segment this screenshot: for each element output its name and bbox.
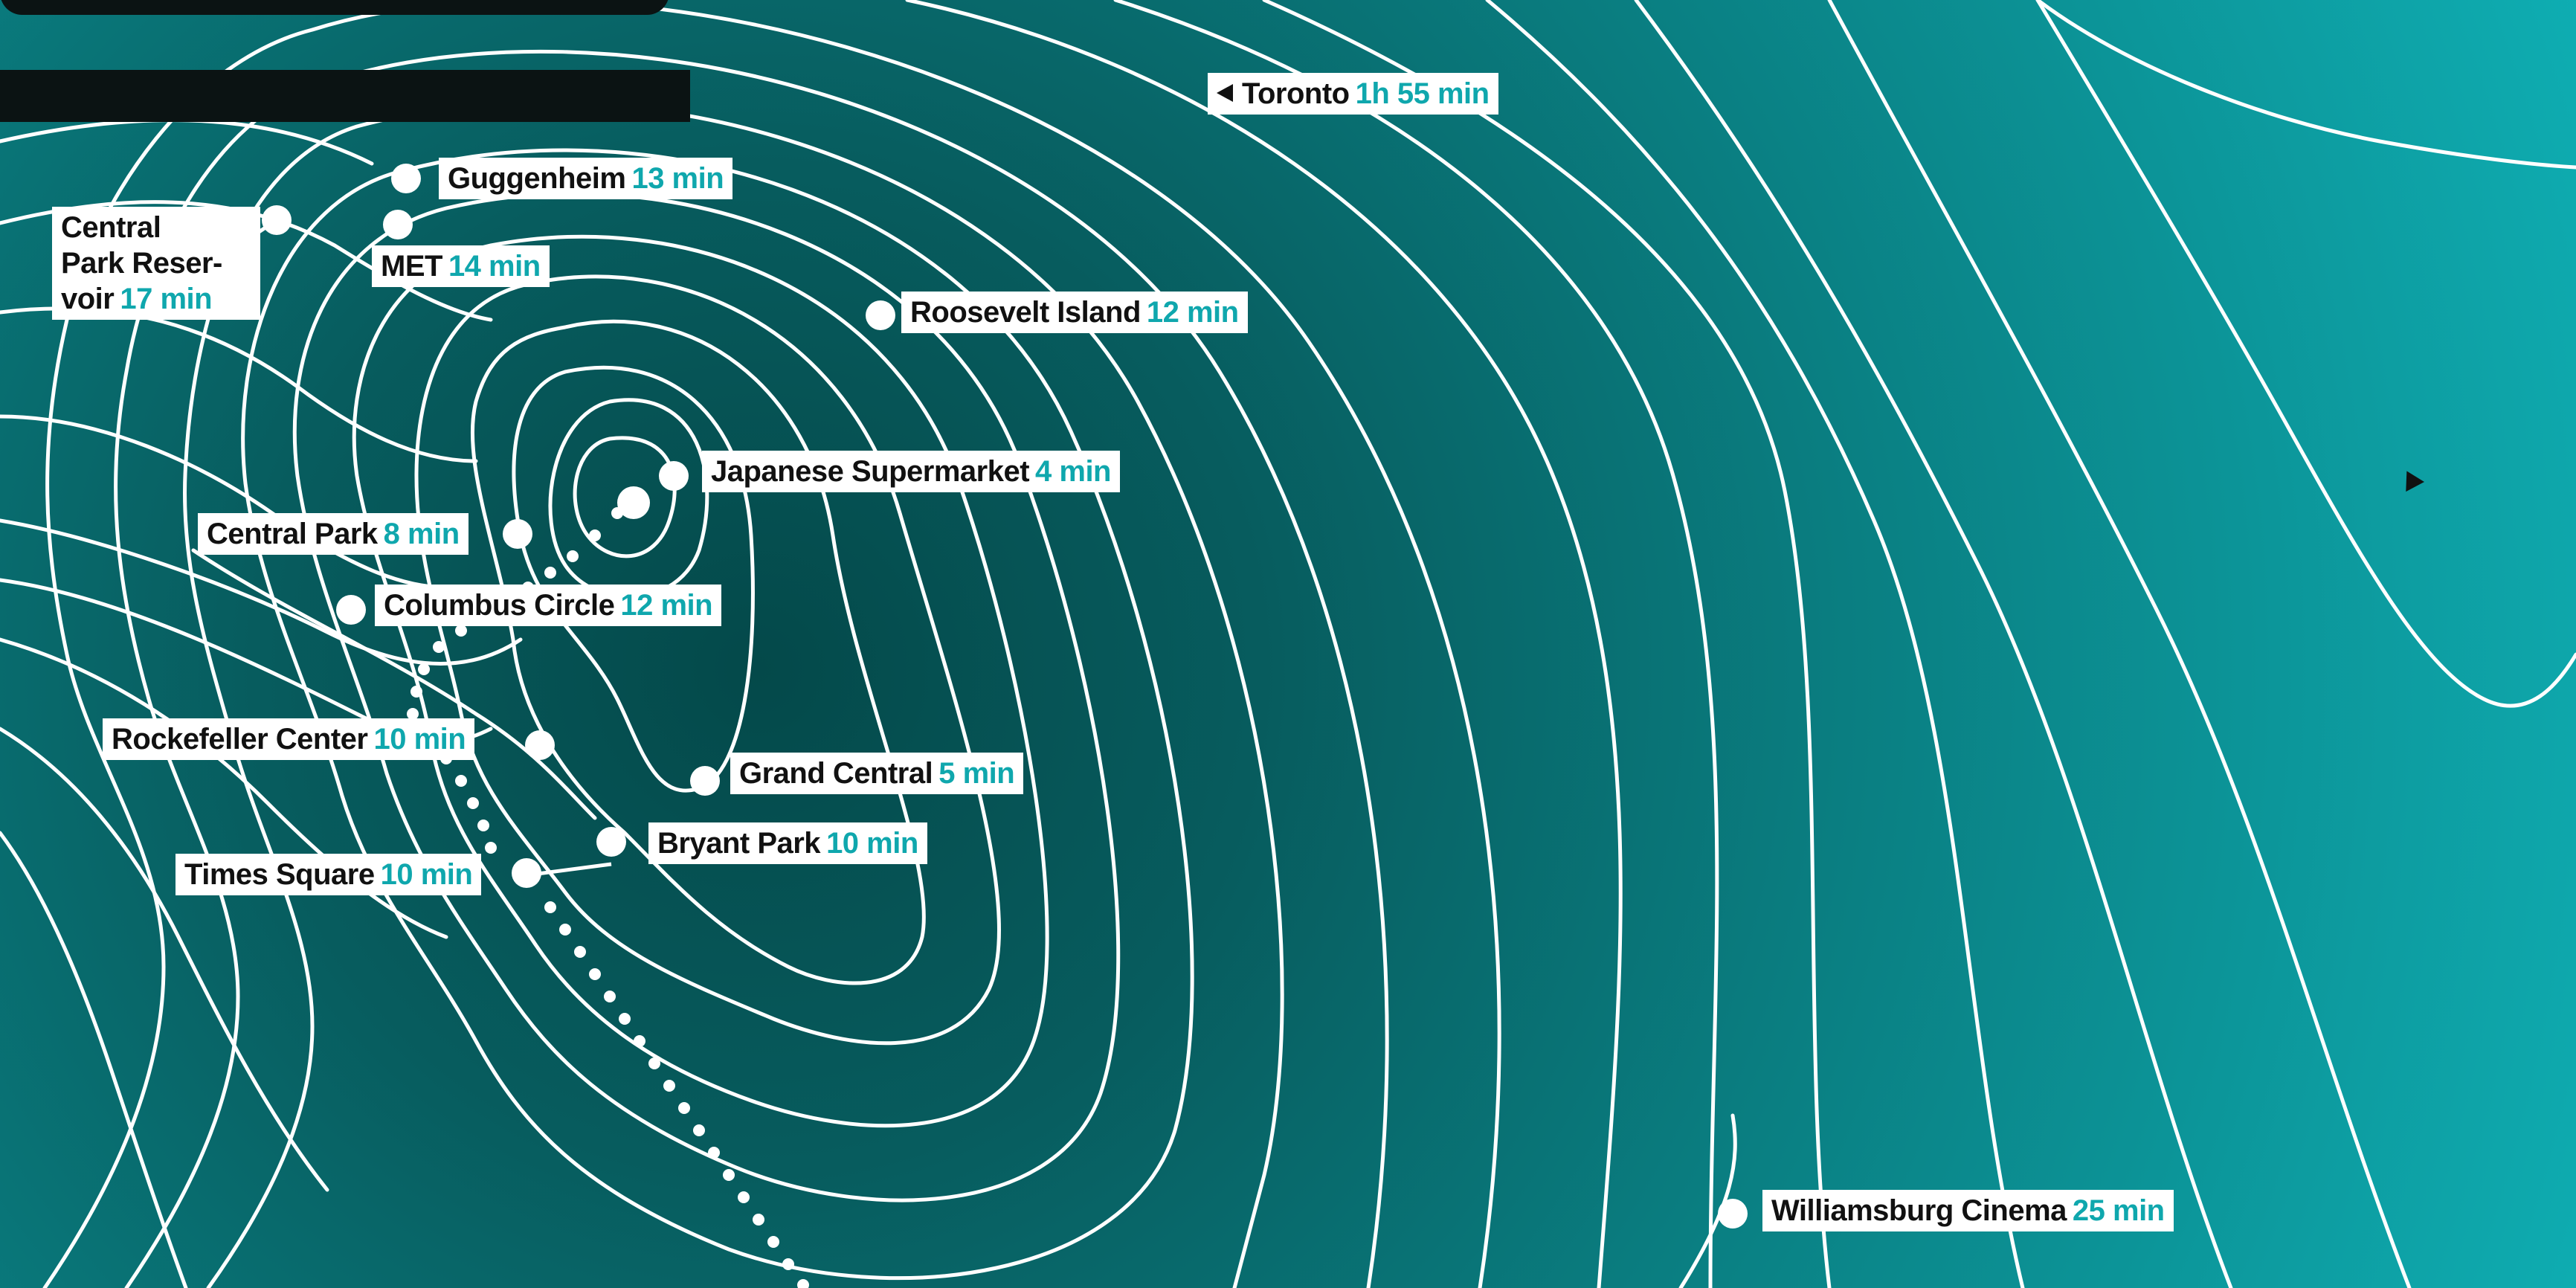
place-name: Roosevelt Island <box>910 296 1141 329</box>
travel-time: 4 min <box>1035 455 1111 488</box>
marker-japanese-supermarket-origin <box>617 486 650 519</box>
marker-japanese-supermarket <box>659 461 689 491</box>
travel-time: 1h 55 min <box>1355 77 1490 110</box>
place-name: Bryant Park <box>657 827 821 860</box>
marker-times-square <box>512 858 541 888</box>
left-arrow-icon <box>1217 84 1233 103</box>
place-name: Williamsburg Cinema <box>1771 1194 2067 1227</box>
place-name: Central Park <box>207 518 378 550</box>
contour-line <box>1262 0 1832 1288</box>
travel-time: 12 min <box>1146 296 1239 329</box>
marker-bryant-park <box>596 827 626 857</box>
travel-time: 12 min <box>620 589 713 622</box>
contour-line <box>470 319 926 985</box>
place-name: Guggenheim <box>448 162 626 195</box>
title-underline-bar <box>0 70 690 122</box>
marker-grand-central <box>690 766 720 796</box>
marker-columbus-circle <box>336 595 366 625</box>
travel-time: 25 min <box>2072 1194 2165 1227</box>
contour-line <box>0 518 523 666</box>
place-name: Times Square <box>184 858 375 891</box>
marker-roosevelt-island <box>866 300 895 330</box>
place-name: Japanese Supermarket <box>711 455 1030 488</box>
travel-time: 10 min <box>380 858 473 891</box>
place-markers <box>262 164 1748 1229</box>
contour-line <box>0 414 448 590</box>
contour-line <box>0 727 329 1192</box>
place-name: Columbus Circle <box>384 589 615 622</box>
marker-central-park-reservoir <box>262 205 292 235</box>
travel-time: 10 min <box>373 723 466 756</box>
place-name: MET <box>381 250 442 283</box>
contour-line <box>241 148 1194 1281</box>
transit-route <box>407 507 809 1288</box>
contour-line <box>1827 0 2412 1288</box>
contour-line <box>191 548 597 820</box>
title-fragment <box>0 0 669 15</box>
contour-line <box>0 200 493 322</box>
travel-time: 14 min <box>448 250 541 283</box>
marker-met <box>383 210 413 239</box>
place-name-line-1: Central <box>61 211 161 244</box>
travel-time: 10 min <box>826 827 918 860</box>
place-name: Rockefeller Center <box>112 723 368 756</box>
marker-central-park <box>503 519 532 549</box>
contour-line <box>2035 0 2576 708</box>
travel-time: 17 min <box>120 283 213 315</box>
place-name: Grand Central <box>739 757 933 790</box>
contour-line <box>573 436 677 558</box>
marker-williamsburg-cinema <box>1718 1199 1748 1229</box>
place-name-line-2: Park Reser- <box>61 247 222 280</box>
contour-line <box>1634 0 2233 1288</box>
place-name-line-3: voir <box>61 283 115 315</box>
contour-line <box>0 637 448 939</box>
travel-time: 13 min <box>631 162 724 195</box>
contour-line <box>2035 0 2576 170</box>
contour-line <box>0 831 188 1288</box>
place-name: Toronto <box>1242 77 1350 110</box>
marker-rockefeller-center <box>525 730 555 760</box>
contour-line <box>905 0 1623 1288</box>
contour-line <box>1678 1113 1737 1288</box>
travel-time: 5 min <box>938 757 1015 790</box>
travel-time: 8 min <box>383 518 460 550</box>
contour-line <box>1485 0 2025 1288</box>
marker-guggenheim <box>391 164 421 193</box>
